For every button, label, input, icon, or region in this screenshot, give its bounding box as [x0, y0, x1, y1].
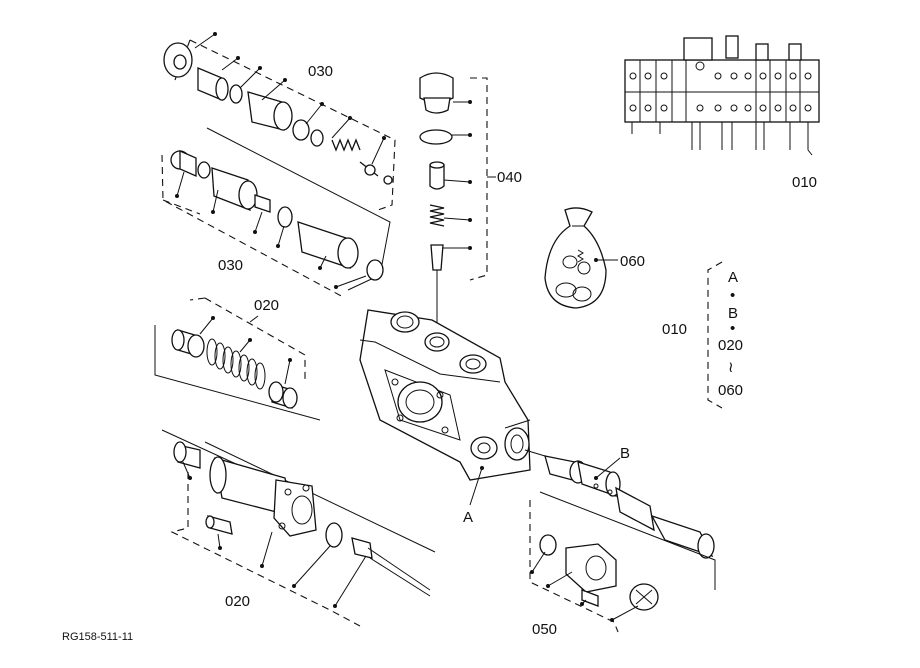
group-040: [419, 72, 496, 340]
kit-legend: A • B • 020 ≀ 060: [707, 261, 743, 409]
label-040: 040: [497, 169, 522, 186]
spring-coils: [206, 338, 266, 390]
control-valve-assembly-thumbnail: [624, 35, 820, 156]
label-A: A: [463, 509, 473, 526]
drawing-id: RG158-511-11: [62, 631, 133, 643]
valve-section-body: [359, 309, 531, 506]
kit-legend-item: ≀: [728, 359, 734, 376]
label-060: 060: [620, 253, 645, 270]
group-020-top: [154, 297, 321, 421]
kit-legend-item: 020: [718, 337, 743, 354]
port-circles: [629, 61, 812, 112]
kit-legend-item: A: [728, 269, 738, 286]
kit-legend-item: •: [730, 287, 735, 304]
label-030-middle: 030: [218, 257, 243, 274]
kit-legend-item: 060: [718, 382, 743, 399]
group-030-middle: [161, 127, 391, 299]
group-020-bottom: [161, 429, 436, 627]
label-010-side: 010: [662, 321, 687, 338]
group-030-top: [163, 32, 396, 211]
label-020-bottom: 020: [225, 593, 250, 610]
label-030-top: 030: [308, 63, 333, 80]
label-050: 050: [532, 621, 557, 638]
label-B: B: [620, 445, 630, 462]
label-010-top: 010: [792, 174, 817, 191]
spool-B: [524, 449, 715, 559]
kit-legend-item: B: [728, 305, 738, 322]
group-050: [529, 491, 716, 633]
kit-legend-item: •: [730, 320, 735, 337]
parts-bag-060: [544, 207, 618, 309]
label-020-top: 020: [254, 297, 279, 314]
